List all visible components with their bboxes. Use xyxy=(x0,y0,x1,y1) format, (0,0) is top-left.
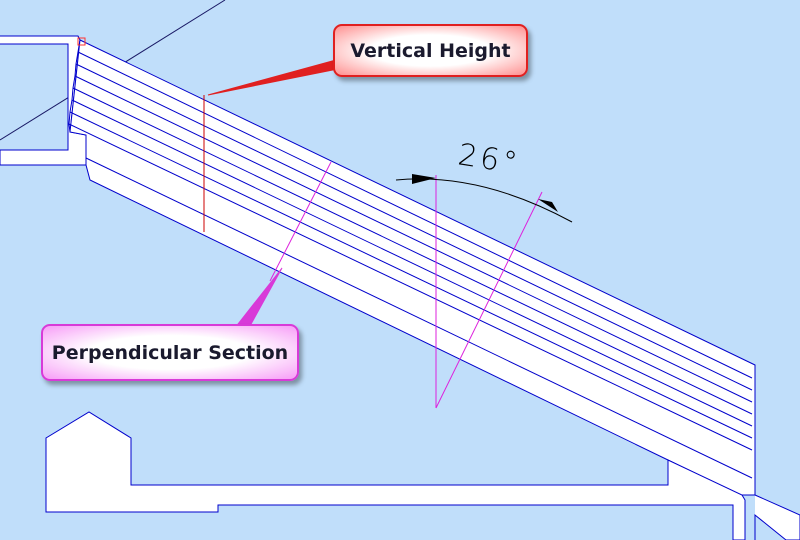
vertical-height-label: Vertical Height xyxy=(350,39,511,62)
angle-perpendicular-line xyxy=(435,191,543,409)
corner-marker xyxy=(77,37,86,46)
angle-arrow-left xyxy=(412,174,436,184)
lower-left-structure xyxy=(45,411,746,540)
perpendicular-section-pointer xyxy=(237,267,283,327)
tread-lines xyxy=(68,51,753,479)
perpendicular-section-callout: Perpendicular Section xyxy=(41,324,299,381)
angle-arrow-right xyxy=(538,199,558,212)
vertical-height-pointer xyxy=(207,59,337,96)
lower-right-structure xyxy=(754,494,800,540)
vertical-height-callout: Vertical Height xyxy=(333,24,528,77)
perpendicular-section-line xyxy=(269,161,332,282)
stair-slope-body xyxy=(69,39,756,496)
perpendicular-section-label: Perpendicular Section xyxy=(51,341,289,364)
